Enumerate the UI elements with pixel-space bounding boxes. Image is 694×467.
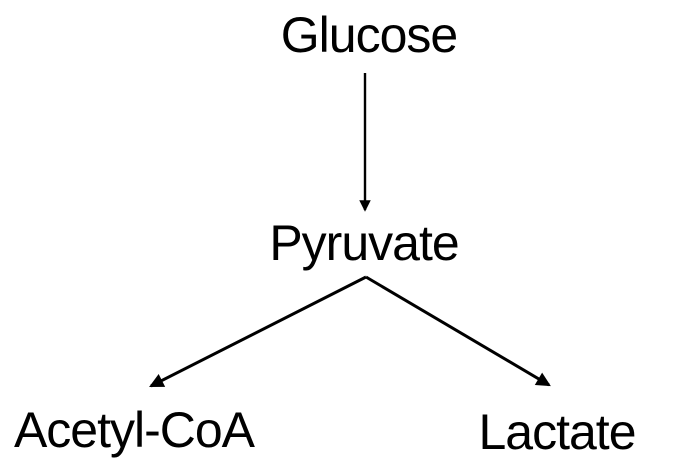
node-acetyl-coa: Acetyl-CoA [13, 402, 255, 458]
arrow-pyruvate-to-acetyl-coa [149, 275, 367, 388]
node-glucose: Glucose [280, 7, 458, 63]
arrow-pyruvate-to-lactate [365, 275, 551, 387]
node-lactate: Lactate [478, 404, 636, 460]
node-pyruvate: Pyruvate [269, 215, 459, 271]
